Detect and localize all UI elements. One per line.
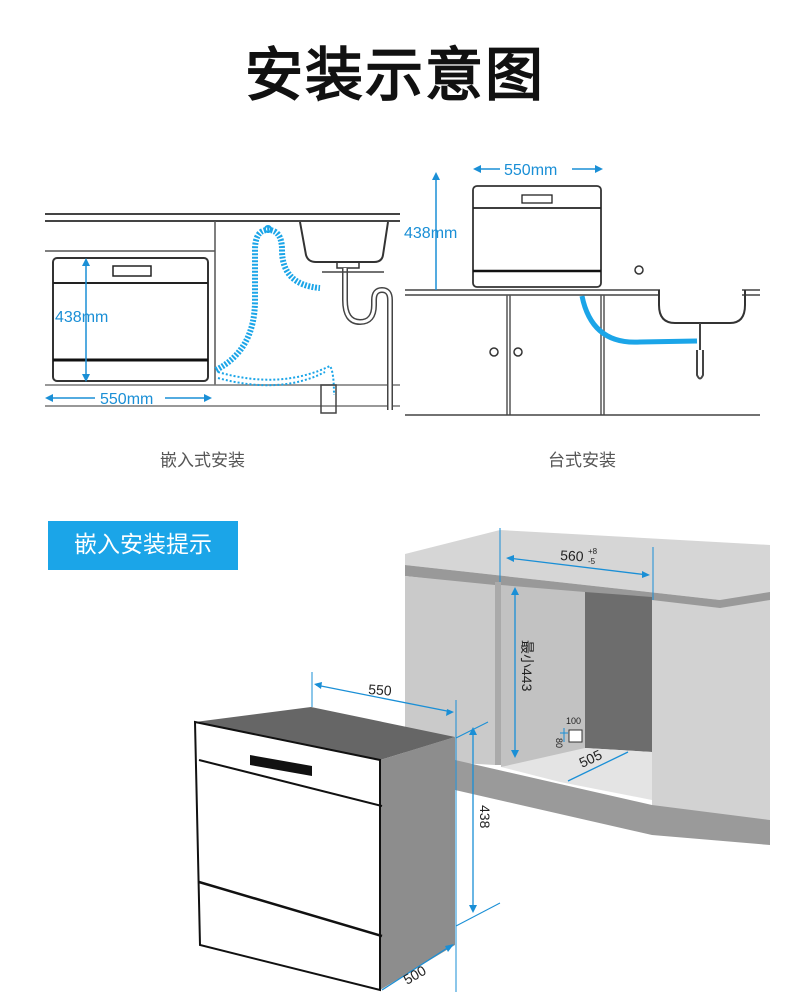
drain-hose xyxy=(214,226,321,373)
hole-height-label: 80 xyxy=(554,738,564,748)
countertop-width-label: 550mm xyxy=(504,162,557,179)
floor-drain xyxy=(320,384,337,414)
embedded-install-diagram xyxy=(45,213,400,414)
pipe-hole xyxy=(568,729,583,743)
opening-width-label: 560 xyxy=(560,547,584,564)
countertop-install-diagram xyxy=(405,165,760,416)
cabinet-left-panel xyxy=(405,576,495,765)
opening-tol-plus: +8 xyxy=(588,547,598,556)
width-550-line xyxy=(315,684,453,713)
hose-hook xyxy=(264,225,272,233)
cabinet-plinth xyxy=(455,760,770,845)
countertop-height-label: 438mm xyxy=(404,225,457,242)
countertop-caption: 台式安装 xyxy=(548,451,616,471)
embedded-height-label: 438mm xyxy=(55,309,108,326)
cabinet-interior-back xyxy=(585,592,652,752)
wall-knob xyxy=(634,265,644,275)
dishwasher-display xyxy=(112,265,152,277)
faucet-valve xyxy=(696,323,704,380)
countertop-display xyxy=(521,194,553,204)
depth-500-line xyxy=(381,944,453,991)
cabinet-knob-left xyxy=(489,347,499,357)
min-height-label: 最小443 xyxy=(519,640,535,692)
cabinet-floor xyxy=(501,748,652,800)
appliance-height-label: 438 xyxy=(477,805,493,829)
cabinet-right-panel xyxy=(652,600,770,820)
embedded-caption: 嵌入式安装 xyxy=(160,451,245,471)
sink-basin xyxy=(299,221,389,263)
cabinet-countertop xyxy=(405,530,770,600)
cabinet-3d-diagram xyxy=(193,528,770,992)
embedded-tip-banner: 嵌入安装提示 xyxy=(48,521,238,570)
appliance-display xyxy=(250,755,312,776)
countertop-dishwasher xyxy=(472,185,602,288)
appliance-width-label: 550 xyxy=(368,681,393,699)
page-title: 安装示意图 xyxy=(244,41,545,109)
cabinet-knob-right xyxy=(513,347,523,357)
embedded-width-label: 550mm xyxy=(100,391,153,408)
cabinet-interior-side xyxy=(501,585,585,767)
opening-560-line xyxy=(507,557,649,576)
alt-drain-hose-1 xyxy=(217,364,335,396)
appliance-side xyxy=(380,737,455,990)
hole-width-label: 100 xyxy=(566,716,581,726)
alt-drain-hose-2 xyxy=(217,371,326,387)
dishwasher-body xyxy=(52,257,209,382)
opening-tol-minus: -5 xyxy=(588,557,596,566)
appliance-top xyxy=(195,707,455,760)
countertop-sink xyxy=(658,290,746,324)
depth-505-line xyxy=(567,751,629,782)
inlet-hose xyxy=(579,295,698,345)
